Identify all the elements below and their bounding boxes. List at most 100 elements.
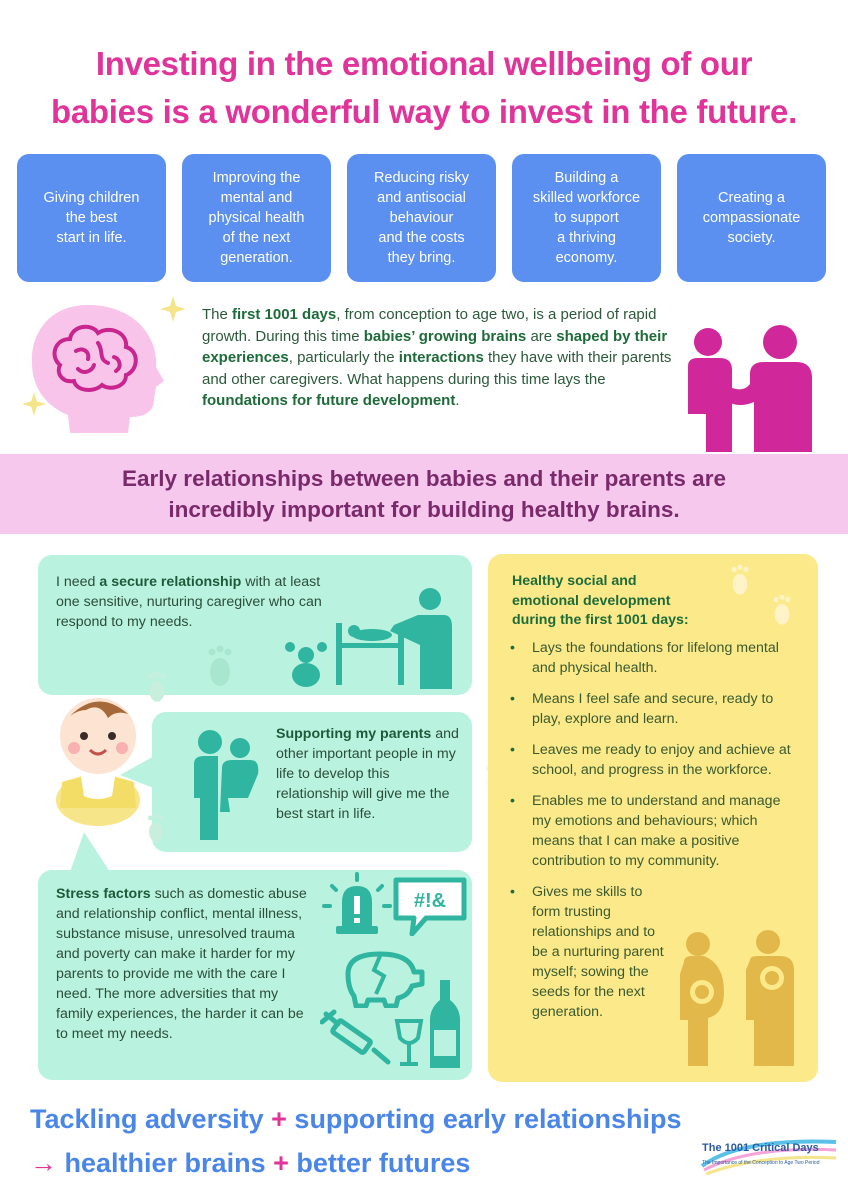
box1-text-span: I need: [56, 574, 100, 590]
logo: The 1001 Critical Days The Importance of…: [700, 1136, 838, 1176]
benefit-line: Improving the: [212, 170, 301, 186]
benefit-line: and antisocial: [377, 190, 466, 206]
title-line-2: babies is a wonderful way to invest in t…: [51, 93, 797, 130]
arrow-icon: →: [30, 1148, 57, 1178]
speech-tail: [70, 832, 110, 872]
intro-text: are: [526, 327, 557, 345]
list-item: Gives me skills to form trusting relatio…: [508, 882, 666, 1022]
benefit-box: Reducing risky and antisocial behaviour and…: [347, 154, 496, 282]
baby-icon: [56, 698, 140, 826]
speech-tail: [120, 755, 156, 789]
tagline-line-2: → healthier brains + better futures: [30, 1144, 470, 1182]
parent-holding-baby-icon: [194, 730, 259, 840]
benefit-box: Creating a compassionate society.: [677, 154, 826, 282]
benefit-line: Giving children: [43, 190, 140, 206]
intro-highlight: foundations for future development: [202, 392, 456, 409]
parent-child-icon: [688, 325, 812, 452]
changing-table-icon: [285, 588, 452, 689]
footprint-icon: [148, 671, 166, 702]
brain-head-icon: [31, 305, 165, 433]
key-message-band: Early relationships between babies and t…: [0, 454, 848, 534]
intro-highlight: babies’ growing brains: [363, 327, 527, 345]
benefit-line: generation.: [220, 250, 293, 266]
footprint-icon: [147, 813, 165, 842]
intro-text: The: [202, 306, 233, 323]
box1-highlight: a secure relationship: [99, 574, 242, 590]
development-list: Lays the foundations for lifelong mental…: [508, 638, 802, 1033]
box3-highlight: Stress factors: [56, 886, 151, 902]
sparkle-icon: [160, 296, 186, 322]
benefit-line: physical health: [208, 210, 305, 226]
speech-bubble-symbols: #!&: [414, 890, 446, 912]
heading-line: Healthy social and: [512, 573, 637, 589]
box3-text: Stress factors such as domestic abuse an…: [56, 884, 318, 1044]
intro-text: , particularly the: [288, 349, 399, 366]
benefit-line: Reducing risky: [373, 170, 470, 186]
intro-highlight: interactions: [398, 349, 484, 366]
title-line-1: Investing in the emotional wellbeing of …: [95, 45, 753, 82]
tagline-part: healthier brains: [64, 1148, 266, 1178]
benefit-line: economy.: [555, 250, 618, 266]
intro-paragraph: The first 1001 days, from conception to …: [202, 304, 672, 412]
alarm-icon: [322, 872, 392, 934]
list-item: Means I feel safe and secure, ready to p…: [508, 689, 802, 729]
benefit-line: Building a: [554, 170, 619, 186]
benefit-line: a thriving: [557, 230, 616, 246]
bottle-icon: [430, 980, 460, 1068]
intro-text: they have with their parents and other c…: [202, 349, 672, 388]
footprint-icon: [773, 594, 791, 625]
box2-highlight: Supporting my parents: [276, 726, 432, 742]
speech-bubble-icon: #!&: [393, 877, 467, 936]
tagline-line-1: Tackling adversity + supporting early re…: [30, 1100, 682, 1138]
benefit-line: skilled workforce: [532, 190, 641, 206]
speech-tail: [70, 640, 110, 684]
wine-glass-icon: [394, 1019, 424, 1066]
heading-line: emotional development: [512, 592, 671, 609]
development-heading: Healthy social and emotional development…: [512, 572, 792, 631]
plus-symbol: +: [271, 1104, 287, 1134]
pregnant-woman-icon: [680, 930, 794, 1066]
benefit-line: and the costs: [378, 230, 465, 246]
benefit-box: Improving the mental and physical health of…: [182, 154, 331, 282]
box2-text: Supporting my parents and other importan…: [276, 724, 462, 824]
benefit-line: they bring.: [387, 250, 456, 266]
syringe-icon: [320, 1009, 391, 1065]
list-item: Leaves me ready to enjoy and achieve at …: [508, 740, 802, 780]
sparkle-icon: [22, 392, 46, 416]
broken-piggy-bank-icon: [345, 951, 425, 1008]
footprint-icon: [731, 564, 749, 595]
benefit-line: to support: [554, 210, 619, 226]
benefit-line: start in life.: [56, 230, 127, 246]
intro-text: , from conception to age two, is a perio…: [202, 306, 657, 345]
benefit-line: compassionate: [702, 210, 801, 226]
benefit-line: of the next: [222, 230, 291, 246]
intro-highlight: shaped by their experiences: [202, 327, 668, 367]
box3-text-span: such as domestic abuse and relationship …: [56, 886, 307, 1042]
footprint-icon: [208, 645, 232, 686]
band-line-2: incredibly important for building health…: [168, 497, 680, 522]
box1-text-span: with at least one sensitive, nurturing c…: [56, 574, 322, 630]
logo-swoosh: [700, 1139, 837, 1176]
benefit-line: Creating a: [718, 190, 785, 206]
logo-name: The 1001 Critical Days: [702, 1142, 819, 1154]
benefit-box: Giving children the best start in life.: [17, 154, 166, 282]
benefit-line: mental and: [220, 190, 293, 206]
list-item: Enables me to understand and manage my e…: [508, 791, 792, 871]
tagline-part: better futures: [296, 1148, 471, 1178]
plus-symbol: +: [273, 1148, 289, 1178]
intro-text: .: [455, 392, 460, 409]
box2-text-span: and other important people in my life to…: [276, 726, 459, 822]
page-title: Investing in the emotional wellbeing of …: [40, 40, 808, 136]
benefit-line: society.: [727, 230, 776, 246]
box1-text: I need a secure relationship with at lea…: [56, 572, 346, 632]
band-line-1: Early relationships between babies and t…: [122, 466, 726, 491]
heading-line: during the first 1001 days:: [512, 612, 689, 628]
tagline-part: Tackling adversity: [30, 1104, 264, 1134]
logo-tagline: The Importance of the Conception to Age …: [702, 1160, 820, 1166]
intro-highlight: first 1001 days: [232, 306, 337, 323]
benefit-line: the best: [65, 210, 118, 226]
tagline-part: supporting early relationships: [294, 1104, 682, 1134]
benefit-line: behaviour: [389, 210, 454, 226]
benefit-box: Building a skilled workforce to support a t…: [512, 154, 661, 282]
list-item: Lays the foundations for lifelong mental…: [508, 638, 802, 678]
